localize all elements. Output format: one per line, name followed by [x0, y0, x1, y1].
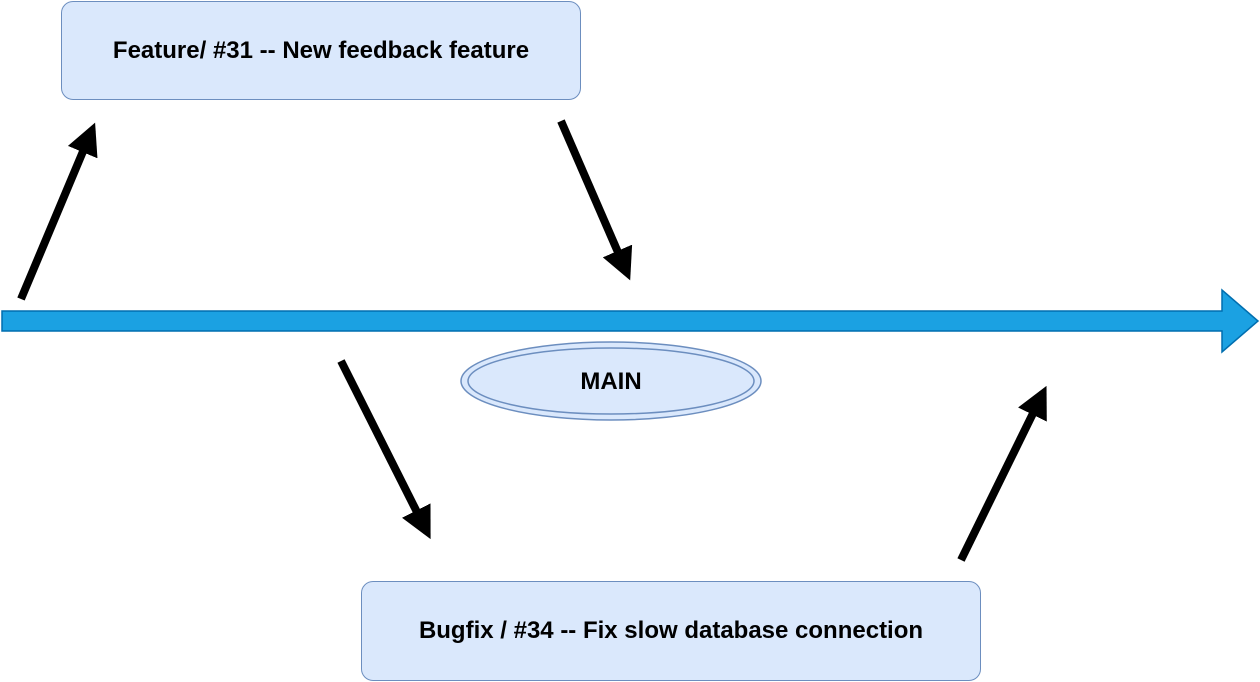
feature-branch-label: Feature/ #31 -- New feedback feature	[112, 36, 530, 64]
feature-branch-box: Feature/ #31 -- New feedback feature	[61, 1, 581, 100]
bugfix-branch-label: Bugfix / #34 -- Fix slow database connec…	[418, 617, 924, 644]
branch-to-feature-arrow	[17, 122, 98, 301]
main-branch-arrow	[1, 288, 1260, 354]
merge-feature-arrow	[557, 119, 633, 281]
bugfix-branch-box: Bugfix / #34 -- Fix slow database connec…	[361, 581, 981, 681]
merge-bugfix-arrow	[957, 385, 1047, 562]
main-label-text: MAIN	[580, 368, 641, 395]
main-label: MAIN	[460, 341, 762, 421]
branch-to-bugfix-arrow	[337, 359, 431, 540]
main-label-inner-ellipse	[467, 347, 755, 415]
